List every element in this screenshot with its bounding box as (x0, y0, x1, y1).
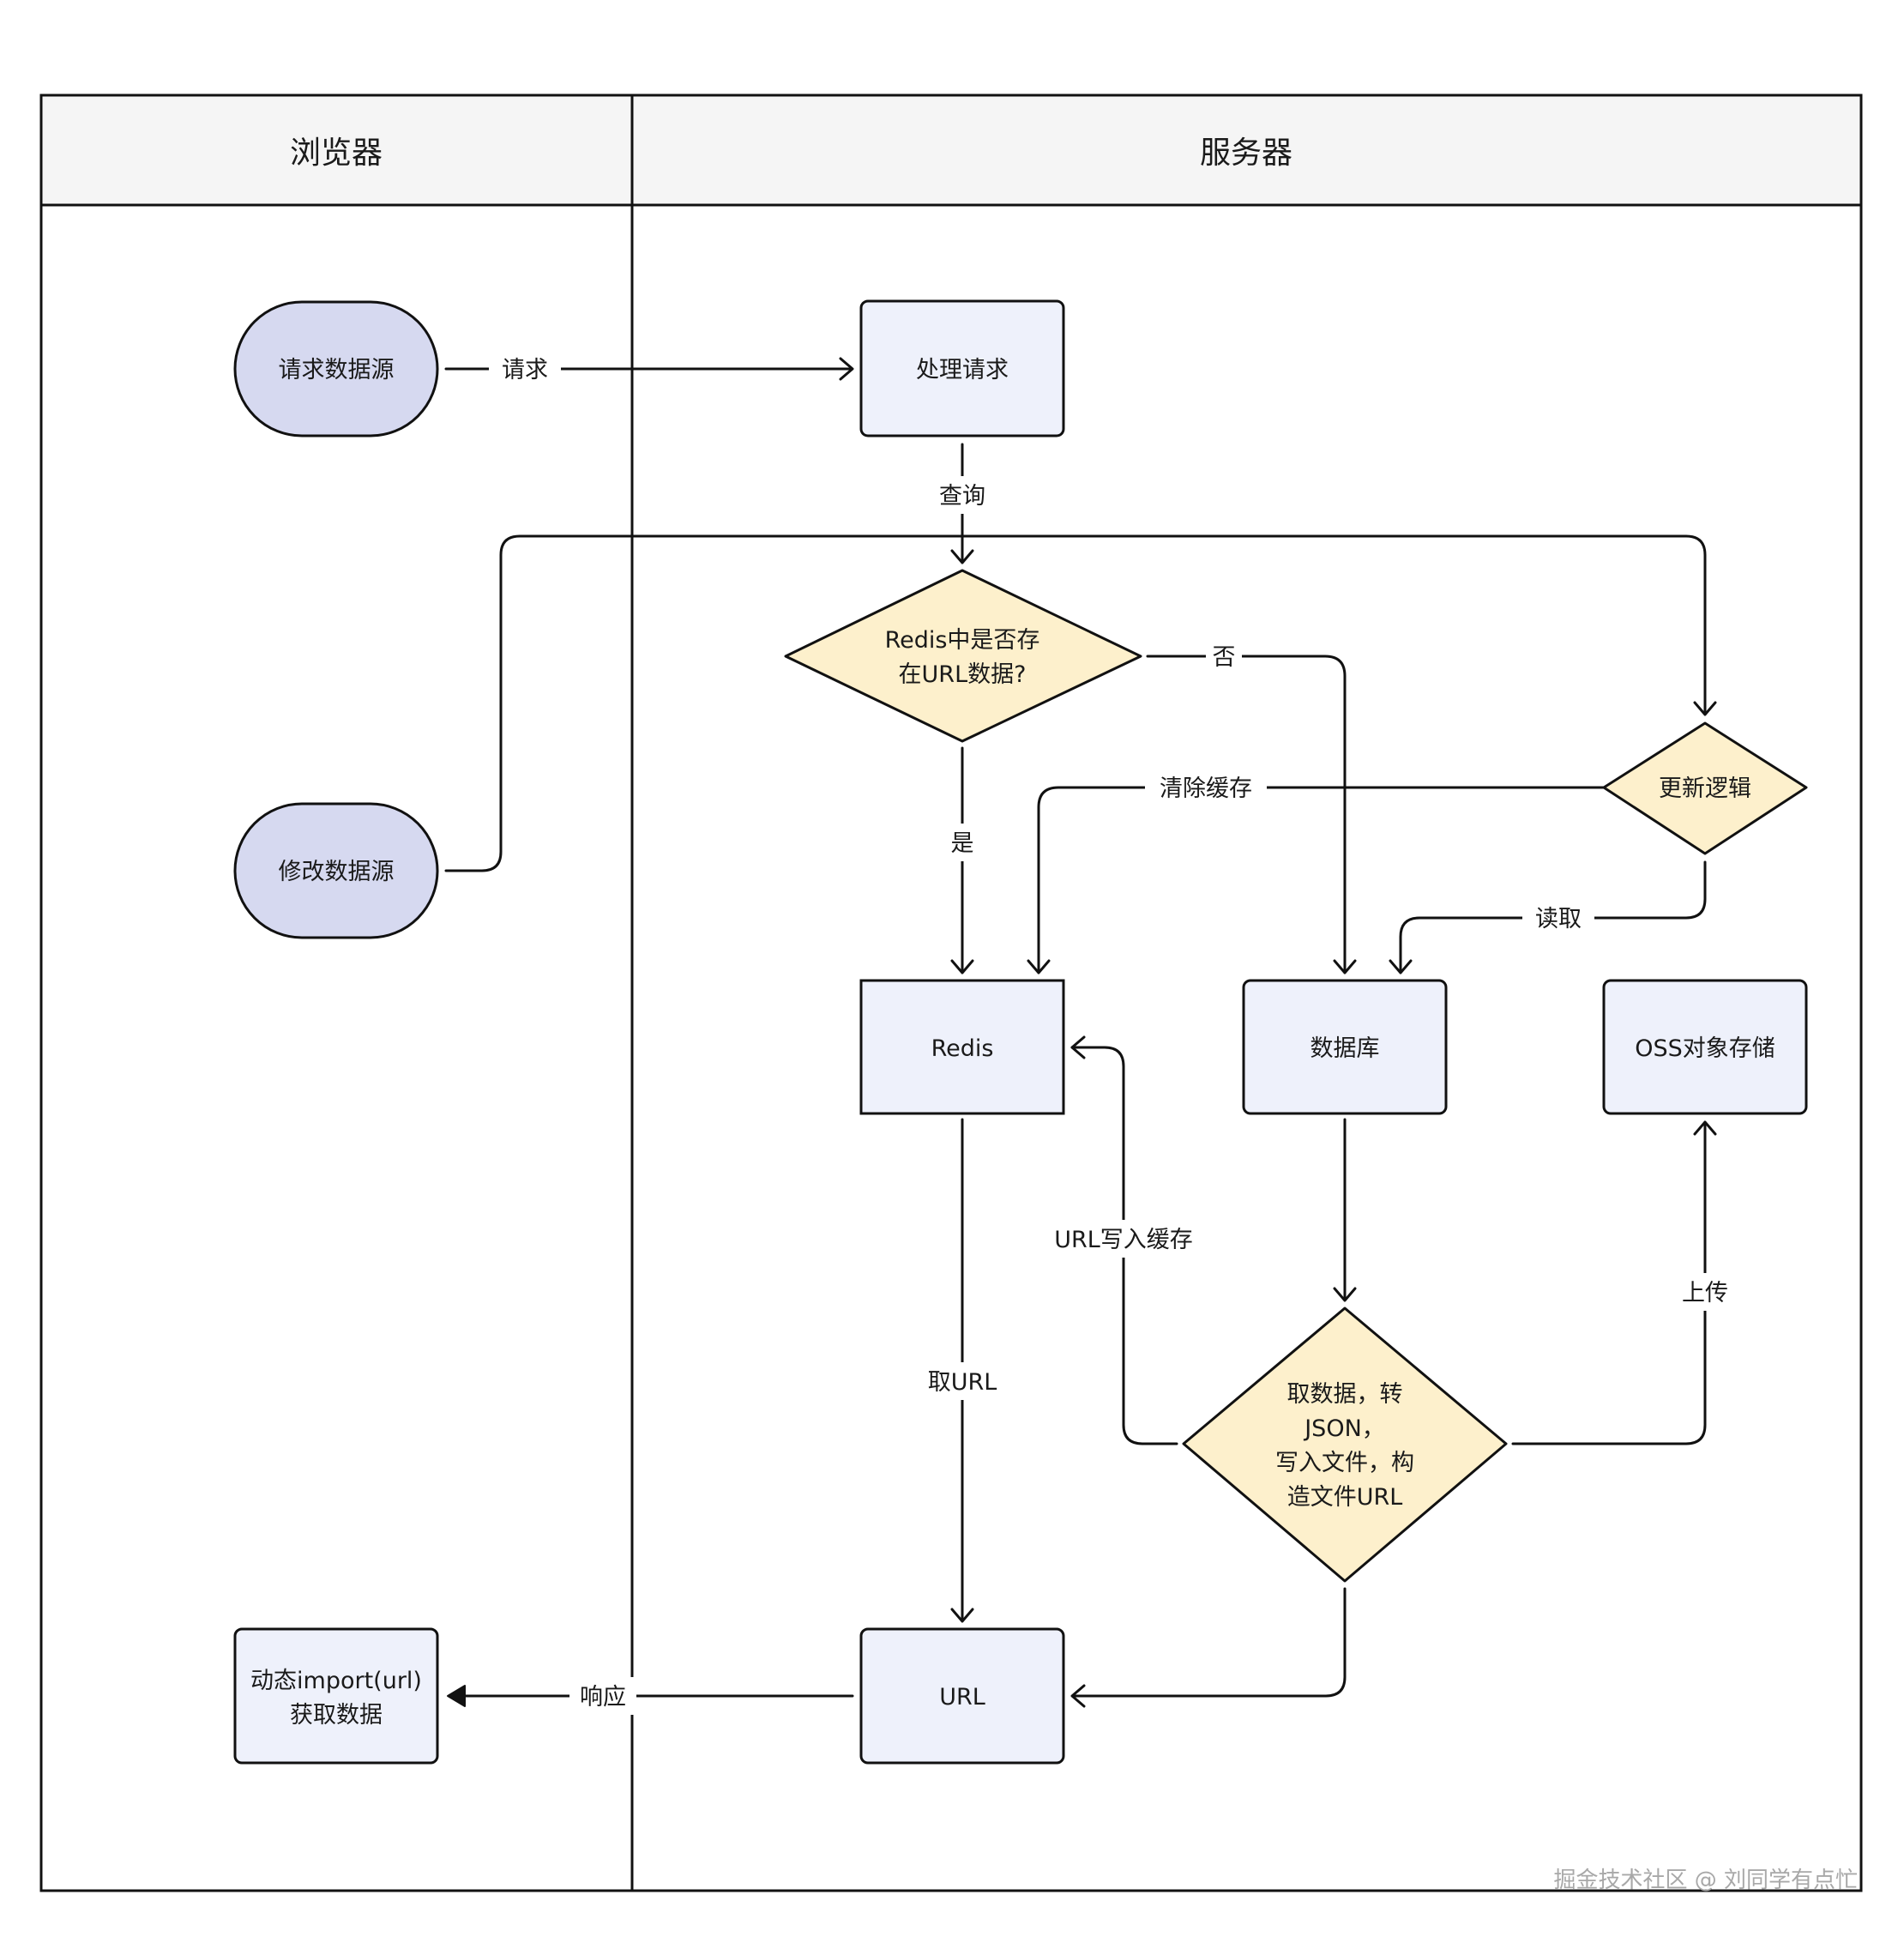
edge-db-to-process (1333, 1118, 1357, 1302)
node-label-update-logic: 更新逻辑 (1659, 775, 1751, 802)
edge-write-cache: URL写入缓存 (1051, 1035, 1196, 1445)
node-label-database: 数据库 (1311, 1035, 1380, 1062)
node-label-redis-check-1: Redis中是否存 (885, 627, 1040, 654)
node-label-dynamic-import-2: 获取数据 (290, 1702, 383, 1729)
lane-title-browser: 浏览器 (290, 136, 383, 171)
edge-no (1146, 655, 1357, 975)
node-label-dynamic-import-1: 动态import(url) (250, 1668, 422, 1694)
node-redis-check[interactable]: Redis中是否存 在URL数据? (784, 569, 1142, 743)
edge-clear-cache: 清除缓存 (1027, 769, 1606, 975)
edge-modify-to-update (444, 534, 1717, 872)
edge-yes: 是 (943, 746, 981, 975)
node-database[interactable]: 数据库 (1242, 979, 1448, 1115)
edge-label-request: 请求 (502, 357, 548, 383)
node-label-process-4: 造文件URL (1287, 1484, 1403, 1511)
node-label-process-2: JSON， (1303, 1415, 1385, 1442)
edge-get-url: 取URL (923, 1118, 1002, 1623)
node-label-handle-request: 处理请求 (916, 357, 1009, 383)
node-label-url: URL (939, 1684, 985, 1711)
watermark-text: 掘金技术社区 @ 刘同学有点忙 (1553, 1868, 1858, 1893)
edge-label-write-cache: URL写入缓存 (1054, 1227, 1193, 1253)
node-label-redis-check-2: 在URL数据? (899, 661, 1027, 688)
node-label-redis: Redis (931, 1035, 994, 1062)
lane-title-server: 服务器 (1200, 136, 1292, 171)
node-url[interactable]: URL (859, 1627, 1065, 1765)
edge-label-read: 读取 (1535, 906, 1582, 932)
node-label-request-source: 请求数据源 (279, 357, 395, 383)
node-update-logic[interactable]: 更新逻辑 (1602, 721, 1808, 855)
edge-process-to-url (1070, 1587, 1347, 1708)
edge-label-query: 查询 (939, 483, 985, 510)
node-oss[interactable]: OSS对象存储 (1602, 979, 1808, 1115)
edge-response: 响应 (447, 1677, 854, 1715)
node-modify-source[interactable]: 修改数据源 (233, 802, 439, 939)
node-dynamic-import[interactable]: 动态import(url) 获取数据 (233, 1627, 439, 1765)
node-label-modify-source: 修改数据源 (279, 859, 395, 885)
node-label-oss: OSS对象存储 (1635, 1035, 1775, 1062)
edge-label-upload: 上传 (1682, 1280, 1728, 1306)
node-label-process-3: 写入文件，构 (1275, 1450, 1414, 1476)
edge-read: 读取 (1389, 860, 1707, 975)
edge-upload: 上传 (1511, 1120, 1741, 1445)
edge-label-no: 否 (1213, 644, 1236, 671)
node-handle-request[interactable]: 处理请求 (859, 299, 1065, 437)
edge-label-yes: 是 (951, 830, 974, 857)
node-request-source[interactable]: 请求数据源 (233, 300, 439, 437)
node-redis[interactable]: Redis (859, 979, 1065, 1115)
lane-header-bar (39, 94, 1863, 207)
node-label-process-1: 取数据，转 (1287, 1381, 1403, 1408)
edge-request: 请求 (444, 350, 854, 388)
edge-label-response: 响应 (580, 1684, 626, 1711)
edge-label-clear-cache: 清除缓存 (1160, 775, 1252, 802)
node-process-data[interactable]: 取数据，转 JSON， 写入文件，构 造文件URL (1182, 1306, 1508, 1583)
edge-label-get-url: 取URL (928, 1369, 997, 1396)
